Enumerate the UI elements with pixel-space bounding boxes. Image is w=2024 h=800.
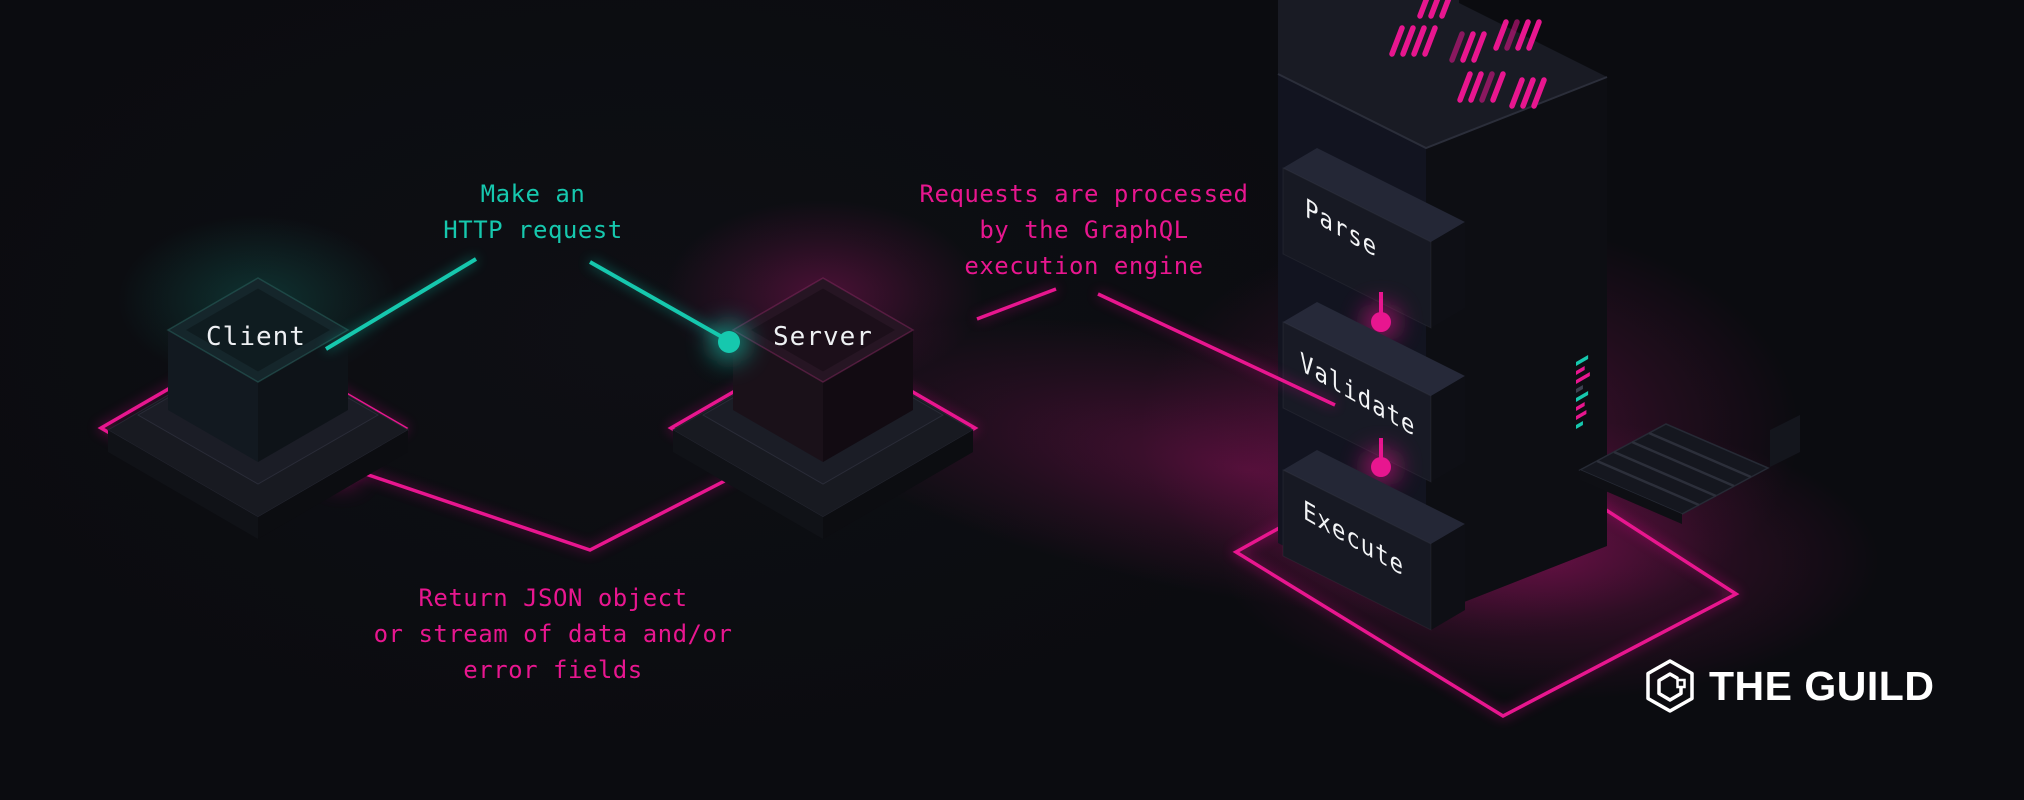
execute-step: Execute xyxy=(1282,450,1465,631)
process-arrow xyxy=(976,287,1336,407)
graphql-engine-tower: Parse Validate xyxy=(1277,0,1800,631)
note-line: by the GraphQL xyxy=(979,216,1189,244)
guild-logo-icon xyxy=(1646,659,1694,713)
tower-right-face xyxy=(1426,77,1607,617)
server-node xyxy=(672,277,974,539)
server-label: Server xyxy=(773,322,873,352)
client-label: Client xyxy=(206,322,306,352)
note-line: or stream of data and/or xyxy=(373,620,733,648)
monitor-stand xyxy=(1770,415,1800,467)
client-node xyxy=(107,277,409,539)
guild-logo: THE GUILD xyxy=(1644,658,1934,714)
step-connector-dot-2 xyxy=(1363,438,1399,485)
note-line: execution engine xyxy=(964,252,1204,280)
note-line: error fields xyxy=(463,656,643,684)
http-request-note: Make an HTTP request xyxy=(333,176,733,248)
request-arrow xyxy=(324,256,749,362)
response-note: Return JSON object or stream of data and… xyxy=(333,580,773,688)
parse-step: Parse xyxy=(1282,148,1465,329)
status-code-lights xyxy=(1576,355,1590,429)
keyboard xyxy=(1578,415,1800,524)
note-line: Return JSON object xyxy=(418,584,688,612)
note-line: Requests are processed xyxy=(919,180,1249,208)
note-line: Make an xyxy=(480,180,586,208)
process-note: Requests are processed by the GraphQL ex… xyxy=(864,176,1304,284)
response-line xyxy=(341,464,745,552)
request-dot xyxy=(718,331,740,353)
guild-logo-text: THE GUILD xyxy=(1709,662,1935,709)
note-line: HTTP request xyxy=(443,216,623,244)
